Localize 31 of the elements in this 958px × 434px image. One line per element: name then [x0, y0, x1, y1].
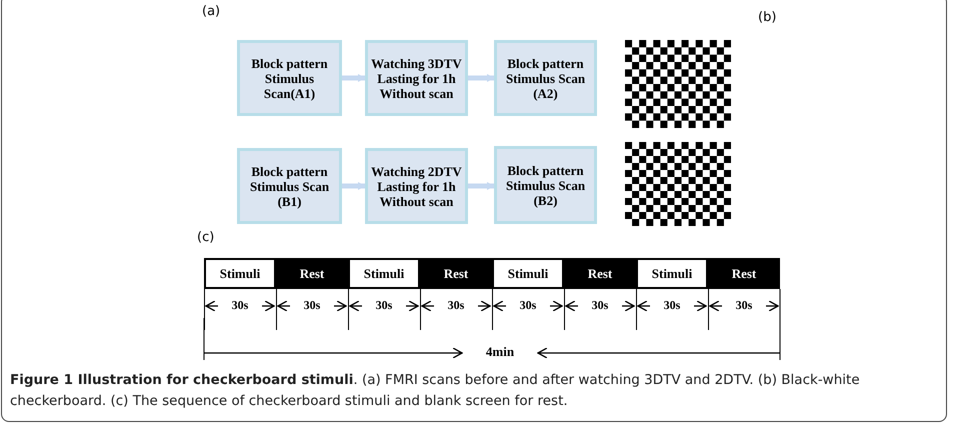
timeline-block: Stimuli — [348, 258, 420, 289]
arrow — [468, 74, 495, 82]
dimension-label: 4min — [484, 344, 516, 360]
process-box: Block pattern Stimulus Scan (B1) — [237, 148, 342, 224]
dimension-label: 30s — [446, 298, 466, 313]
process-box: Block pattern Stimulus Scan(A1) — [237, 40, 342, 116]
timeline-block: Stimuli — [204, 258, 276, 289]
panel-label: (c) — [197, 230, 214, 245]
dimension-label: 30s — [590, 298, 610, 313]
panel-label: (a) — [202, 4, 220, 19]
dimension-label: 30s — [374, 298, 394, 313]
timeline-block: Stimuli — [492, 258, 564, 289]
dimension-label: 30s — [302, 298, 322, 313]
timeline-block: Stimuli — [636, 258, 708, 289]
arrow — [342, 182, 366, 190]
dimension-label: 30s — [230, 298, 250, 313]
dimension-label: 30s — [662, 298, 682, 313]
timeline-block: Rest — [564, 258, 636, 289]
timeline-block: Rest — [708, 258, 780, 289]
dimension-label: 30s — [518, 298, 538, 313]
process-box: Watching 3DTV Lasting for 1h Without scan — [365, 40, 468, 116]
timeline-block: Rest — [420, 258, 492, 289]
arrow — [468, 182, 495, 190]
process-box: Watching 2DTV Lasting for 1h Without scan — [365, 148, 468, 224]
dimension-label: 30s — [734, 298, 754, 313]
arrow — [342, 74, 366, 82]
timeline-block: Rest — [276, 258, 348, 289]
process-box: Block pattern Stimulus Scan (B2) — [494, 146, 597, 224]
process-box: Block pattern Stimulus Scan (A2) — [494, 40, 597, 116]
figure-caption: Figure 1 Illustration for checkerboard stimuli. (a) FMRI scans before and after watching 3DTV and 2DTV. (b) Black-white checkerboard. (c) The sequence of checkerboard stimuli and blank screen for rest. — [10, 371, 861, 411]
panel-label: (b) — [758, 10, 776, 25]
